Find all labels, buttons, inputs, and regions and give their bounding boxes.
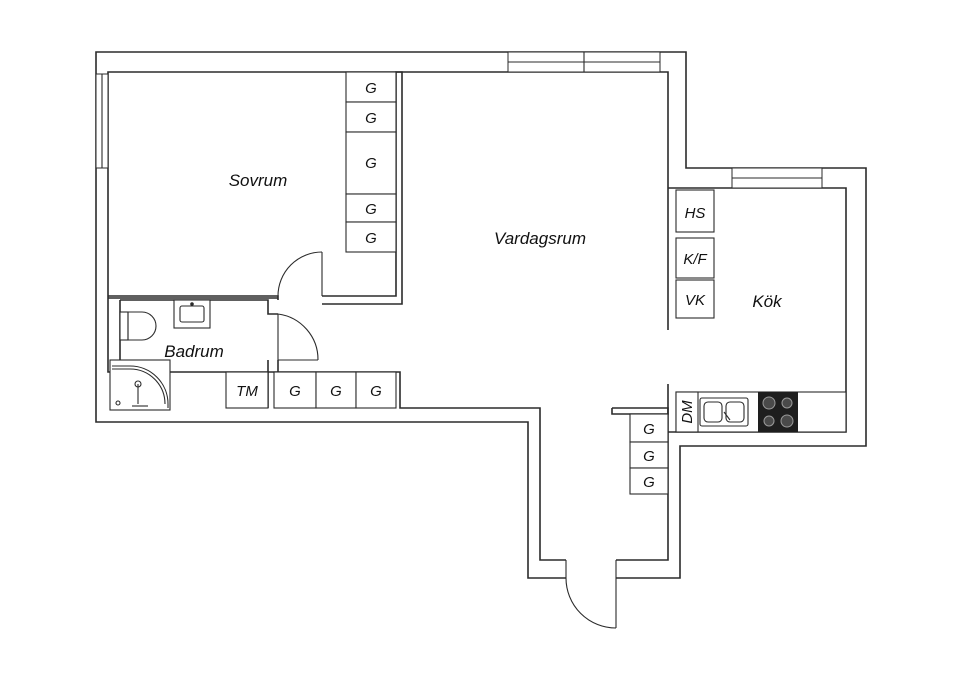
wardrobe-stack-bedroom: G G G G G bbox=[345, 71, 397, 253]
bedroom-door bbox=[277, 251, 323, 297]
room-label-badrum: Badrum bbox=[164, 342, 224, 361]
outer-wall bbox=[95, 51, 867, 579]
svg-text:HS: HS bbox=[685, 205, 706, 222]
svg-text:G: G bbox=[365, 155, 377, 172]
washer-unit: TM bbox=[225, 371, 269, 409]
window-top bbox=[507, 51, 661, 73]
wardrobe-unit: G bbox=[629, 441, 669, 469]
svg-text:G: G bbox=[289, 383, 301, 400]
window-kitchen bbox=[731, 167, 823, 189]
svg-text:G: G bbox=[643, 448, 655, 465]
svg-text:TM: TM bbox=[236, 383, 258, 400]
wardrobe-unit: G bbox=[273, 371, 317, 409]
sink-icon bbox=[173, 299, 211, 329]
svg-text:K/F: K/F bbox=[683, 251, 707, 268]
shower-icon bbox=[109, 359, 171, 411]
kitchen-sink-icon bbox=[699, 397, 749, 427]
wardrobe-unit: G bbox=[629, 467, 669, 495]
wardrobe-unit: G bbox=[345, 221, 397, 253]
wardrobe-unit: G bbox=[629, 413, 669, 443]
svg-text:G: G bbox=[365, 230, 377, 247]
svg-text:G: G bbox=[330, 383, 342, 400]
fridge-freezer-unit: K/F bbox=[675, 237, 715, 279]
room-label-sovrum: Sovrum bbox=[229, 171, 288, 190]
freezer-unit: HS bbox=[675, 189, 715, 233]
wine-cooler-unit: VK bbox=[675, 279, 715, 319]
window-left bbox=[95, 73, 109, 169]
svg-text:VK: VK bbox=[685, 292, 706, 309]
svg-text:G: G bbox=[365, 80, 377, 97]
wardrobe-unit: G bbox=[345, 71, 397, 103]
stove-icon bbox=[758, 392, 798, 432]
toilet-icon bbox=[119, 311, 157, 341]
wardrobe-unit: G bbox=[315, 371, 357, 409]
dishwasher-unit: DM bbox=[675, 391, 699, 433]
svg-text:G: G bbox=[370, 383, 382, 400]
inner-wall bbox=[107, 71, 847, 561]
svg-text:G: G bbox=[365, 110, 377, 127]
svg-text:G: G bbox=[643, 421, 655, 438]
svg-text:G: G bbox=[365, 201, 377, 218]
kitchen-counter: DM bbox=[667, 384, 847, 433]
wardrobe-unit: G bbox=[345, 101, 397, 133]
hallway-units: TM G G G bbox=[225, 371, 397, 409]
kitchen-appliances: HS K/F VK bbox=[675, 189, 715, 319]
wardrobe-unit: G bbox=[355, 371, 397, 409]
wardrobe-stack-entrance: G G G bbox=[629, 413, 669, 495]
entrance-door bbox=[565, 558, 617, 629]
svg-text:G: G bbox=[643, 474, 655, 491]
svg-text:DM: DM bbox=[679, 400, 696, 424]
bathroom-door bbox=[277, 313, 319, 361]
room-label-kok: Kök bbox=[752, 292, 783, 311]
wardrobe-unit: G bbox=[345, 131, 397, 195]
wardrobe-unit: G bbox=[345, 193, 397, 223]
room-label-vardagsrum: Vardagsrum bbox=[494, 229, 586, 248]
entrance-wall bbox=[611, 407, 669, 415]
